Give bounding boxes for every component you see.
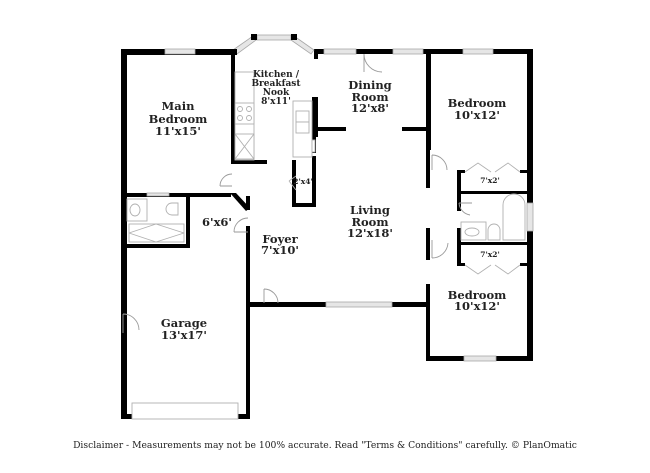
bathtub-icon	[502, 193, 526, 241]
label-living-room: Living Room 12'x18'	[347, 203, 393, 240]
label-closet-lower-size: 7'x2'	[480, 250, 500, 259]
room-name: Garage	[161, 316, 207, 330]
sink-icon	[295, 110, 310, 123]
bifold-door	[464, 264, 521, 275]
room-name: Bedroom	[149, 112, 208, 126]
window	[526, 202, 534, 232]
window	[463, 355, 497, 362]
room-name: Bedroom	[448, 96, 507, 110]
shower-icon	[128, 223, 185, 243]
garage-door	[131, 402, 239, 420]
room-size: 11'x15'	[155, 124, 201, 138]
windows	[146, 34, 534, 362]
room-name: Room	[351, 90, 388, 104]
stove-icon	[234, 102, 255, 125]
room-size: 13'x17'	[161, 328, 207, 342]
room-size: 7'x10'	[261, 243, 299, 257]
label-pantry-size: 2'x4'	[293, 177, 313, 186]
room-size: 10'x12'	[454, 299, 500, 313]
label-garage: Garage 13'x17'	[161, 316, 207, 342]
sink-icon	[295, 121, 310, 134]
vanity-icon	[460, 221, 487, 241]
room-name: Main	[162, 99, 196, 113]
label-main-bath-size: 6'x6'	[202, 215, 232, 229]
label-dining-room: Dining Room 12'x8'	[348, 78, 391, 115]
room-name: Living	[350, 203, 390, 217]
room-name: Breakfast	[251, 79, 301, 89]
room-size: 10'x12'	[454, 108, 500, 122]
room-labels: Main Bedroom 11'x15' Kitchen / Breakfast…	[149, 70, 507, 342]
vanity-icon	[126, 198, 148, 222]
window	[462, 48, 494, 55]
toilet-icon	[165, 202, 179, 216]
room-name: Bedroom	[448, 288, 507, 302]
window	[323, 48, 357, 55]
door-swing	[458, 202, 472, 216]
fixtures	[126, 71, 526, 243]
window	[256, 34, 292, 41]
pantry-door	[288, 175, 297, 191]
window	[164, 48, 196, 55]
room-name: Nook	[263, 88, 290, 98]
label-kitchen: Kitchen / Breakfast Nook 8'x11'	[251, 70, 301, 107]
label-bedroom-lower: Bedroom 10'x12'	[448, 288, 507, 313]
toilet-icon	[487, 223, 501, 241]
room-name: Dining	[348, 78, 391, 92]
room-name: Foyer	[262, 232, 298, 246]
window	[146, 192, 170, 197]
window	[392, 48, 424, 55]
doors	[122, 53, 521, 420]
room-size: 12'x18'	[347, 226, 393, 240]
door-swing	[122, 313, 140, 333]
label-main-bedroom: Main Bedroom 11'x15'	[149, 99, 208, 138]
door-swing	[431, 240, 449, 259]
dishwasher	[311, 139, 316, 153]
room-name: Room	[351, 215, 388, 229]
window	[325, 301, 393, 308]
door-swing	[363, 53, 383, 73]
room-size: 12'x8'	[351, 101, 389, 115]
label-bedroom-upper: Bedroom 10'x12'	[448, 96, 507, 122]
label-foyer: Foyer 7'x10'	[261, 232, 299, 257]
door-swing	[431, 154, 448, 171]
label-closet-upper-size: 7'x2'	[480, 176, 500, 185]
door-swing	[233, 217, 249, 233]
bifold-door	[464, 162, 521, 173]
disclaimer-text: Disclaimer - Measurements may not be 100…	[73, 440, 577, 451]
door-swing	[219, 173, 233, 187]
room-name: Kitchen /	[253, 70, 300, 80]
door-swing	[263, 288, 279, 304]
room-size: 8'x11'	[261, 97, 291, 107]
